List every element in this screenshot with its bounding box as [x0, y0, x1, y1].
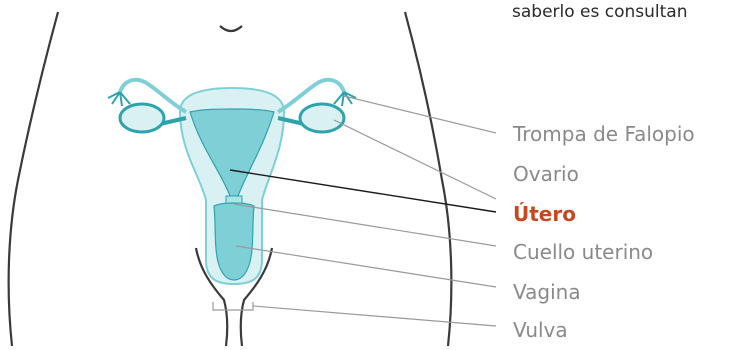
- leader-utero: [230, 170, 496, 212]
- vulva-bracket: [213, 302, 253, 310]
- navel: [220, 26, 242, 31]
- leader-trompa: [344, 96, 496, 133]
- fimbriae-left: [108, 92, 130, 106]
- leader-ovario: [334, 120, 496, 199]
- label-trompa: Trompa de Falopio: [513, 124, 695, 144]
- body-outline-right: [405, 12, 451, 346]
- label-utero: Útero: [513, 204, 576, 224]
- ovary-right: [300, 104, 344, 132]
- top-text: saberlo es consultan: [512, 2, 688, 22]
- ovary-left: [120, 104, 164, 132]
- leader-vagina: [236, 246, 496, 287]
- label-cuello: Cuello uterino: [513, 242, 653, 262]
- body-outline-left: [9, 12, 58, 346]
- label-ovario: Ovario: [513, 164, 579, 184]
- vaginal-canal: [214, 203, 254, 280]
- leader-cuello: [234, 204, 496, 246]
- label-vulva: Vulva: [513, 320, 568, 340]
- leader-vulva: [253, 306, 496, 326]
- fimbriae-right: [334, 92, 356, 106]
- label-vagina: Vagina: [513, 282, 581, 302]
